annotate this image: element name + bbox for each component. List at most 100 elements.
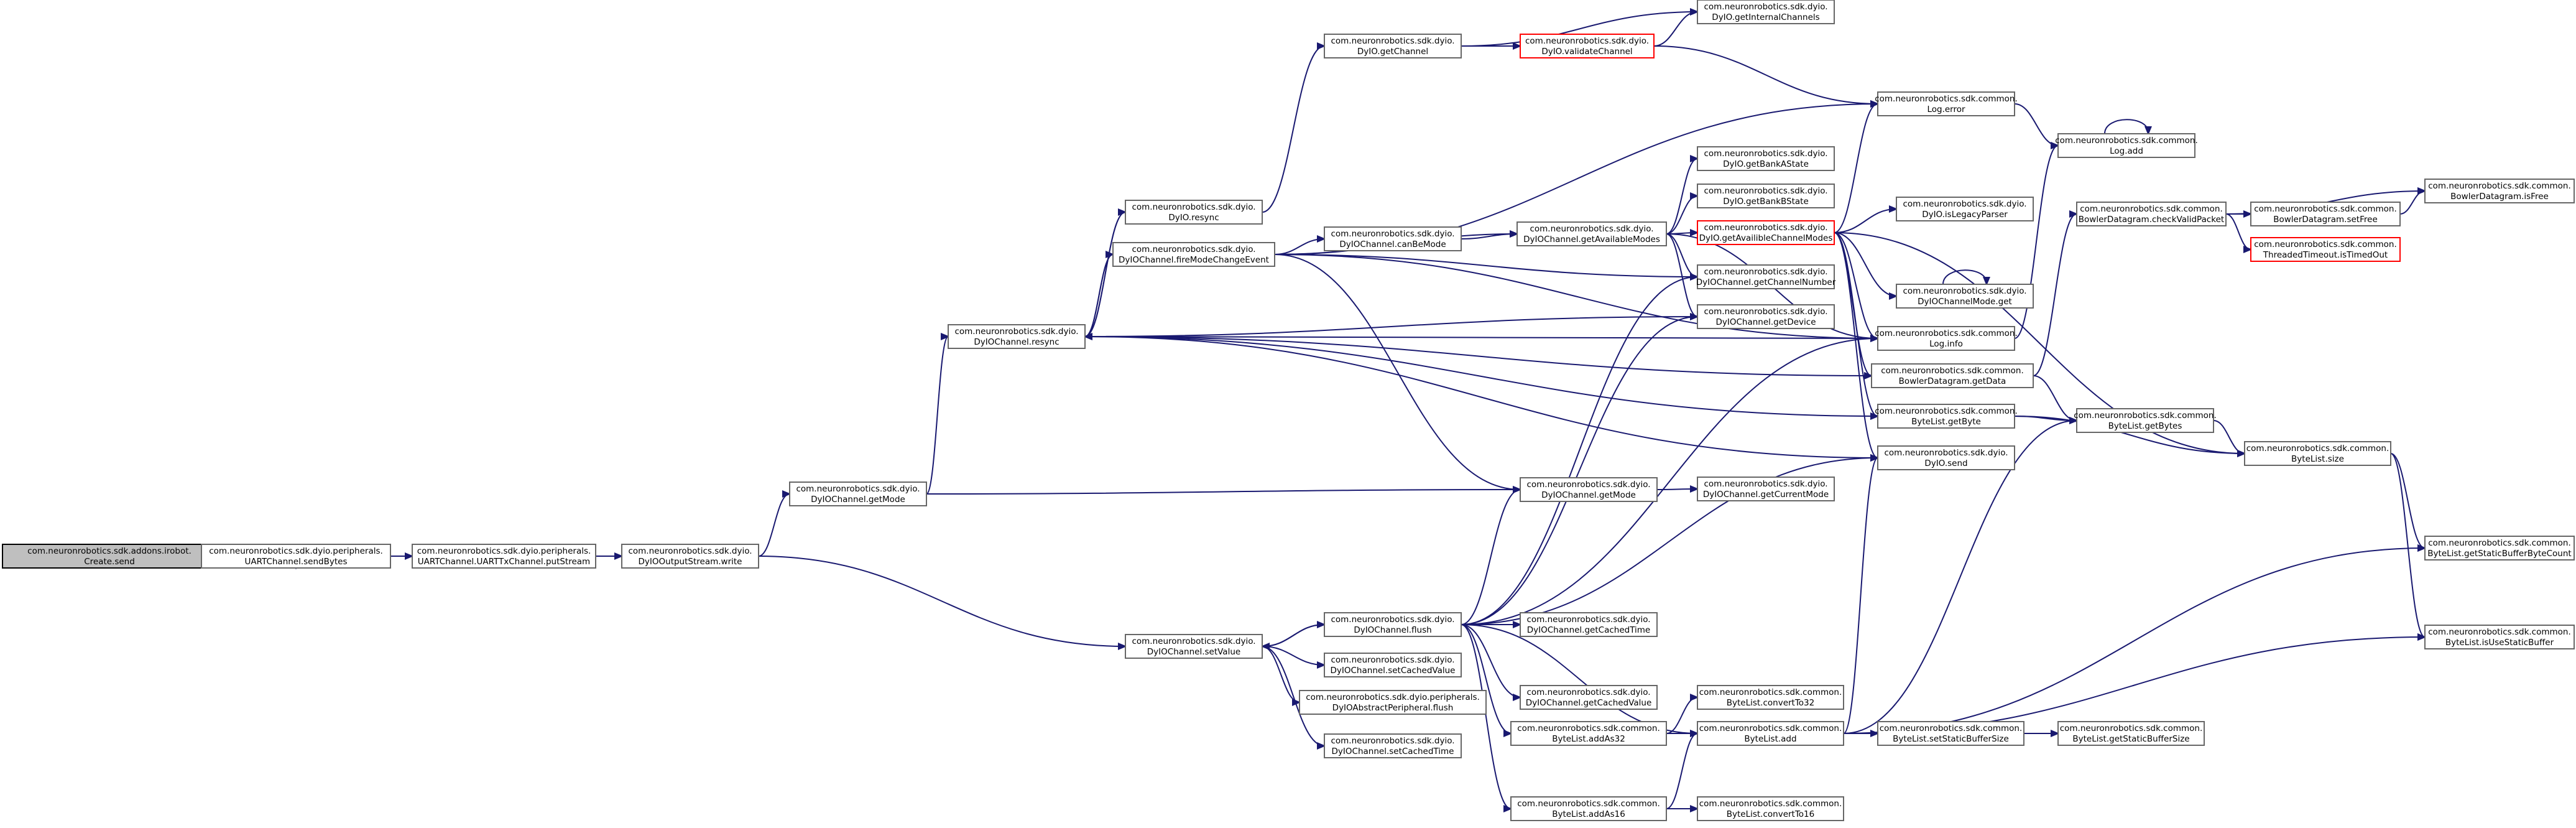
node-box xyxy=(1510,796,1667,821)
node-root[interactable]: com.neuronrobotics.sdk.addons.irobot.Cre… xyxy=(2,544,217,569)
node-bl-getstaticcount[interactable]: com.neuronrobotics.sdk.common.ByteList.g… xyxy=(2424,536,2575,561)
node-dyio-validate[interactable]: com.neuronrobotics.sdk.dyio.DyIO.validat… xyxy=(1520,34,1655,58)
node-dyio-islegacy[interactable]: com.neuronrobotics.sdk.dyio.DyIO.isLegac… xyxy=(1896,197,2034,221)
node-ch-getdevice[interactable]: com.neuronrobotics.sdk.dyio.DyIOChannel.… xyxy=(1697,304,1835,329)
node-log-add[interactable]: com.neuronrobotics.sdk.common.Log.add xyxy=(2055,133,2198,158)
edge-arrowhead xyxy=(2417,544,2427,552)
edge-arrowhead xyxy=(1690,8,1699,16)
node-label-line: DyIO.getBankBState xyxy=(1723,197,1809,207)
node-label-line: com.neuronrobotics.sdk.dyio. xyxy=(1704,186,1827,196)
node-label-line: DyIOChannel.getDevice xyxy=(1715,317,1816,327)
node-ch-getcachedvalue[interactable]: com.neuronrobotics.sdk.dyio.DyIOChannel.… xyxy=(1520,685,1658,710)
node-box xyxy=(621,544,759,569)
edge-dyio-validate-to-log-error xyxy=(1653,45,1880,108)
node-bl-isusestatic[interactable]: com.neuronrobotics.sdk.common.ByteList.i… xyxy=(2424,625,2575,649)
node-abs-flush[interactable]: com.neuronrobotics.sdk.dyio.peripherals.… xyxy=(1299,690,1487,715)
node-label-line: com.neuronrobotics.sdk.common. xyxy=(1699,723,1842,733)
node-label-line: DyIOChannel.getAvailableModes xyxy=(1523,235,1660,244)
node-ch-resync[interactable]: com.neuronrobotics.sdk.dyio.DyIOChannel.… xyxy=(948,324,1086,349)
node-label-line: ByteList.size xyxy=(2291,454,2344,464)
edge-line xyxy=(1666,233,1698,317)
node-box xyxy=(2,544,217,569)
node-label-line: DyIOAbstractPeripheral.flush xyxy=(1332,703,1454,713)
node-ch-getmode[interactable]: com.neuronrobotics.sdk.dyio.DyIOChannel.… xyxy=(789,481,927,506)
node-label-line: com.neuronrobotics.sdk.dyio. xyxy=(1526,615,1650,625)
node-ch-setcachedtime[interactable]: com.neuronrobotics.sdk.dyio.DyIOChannel.… xyxy=(1324,733,1462,758)
node-ch-canbemode[interactable]: com.neuronrobotics.sdk.dyio.DyIOChannel.… xyxy=(1324,226,1462,251)
node-label-line: com.neuronrobotics.sdk.common. xyxy=(2074,411,2217,421)
node-bl-convertto32[interactable]: com.neuronrobotics.sdk.common.ByteList.c… xyxy=(1697,685,1844,710)
node-box xyxy=(2424,179,2575,203)
node-box xyxy=(1697,146,1835,171)
node-ch-getavail[interactable]: com.neuronrobotics.sdk.dyio.DyIOChannel.… xyxy=(1517,221,1667,246)
node-ch-setvalue[interactable]: com.neuronrobotics.sdk.dyio.DyIOChannel.… xyxy=(1125,634,1263,659)
edge-line xyxy=(1461,624,1512,809)
edge-dyio-getavail-to-dyio-send xyxy=(1834,232,1880,462)
node-dyio-send[interactable]: com.neuronrobotics.sdk.dyio.DyIO.send xyxy=(1877,445,2015,470)
node-box xyxy=(412,544,596,569)
node-box xyxy=(2244,441,2391,466)
node-box xyxy=(1324,612,1462,637)
node-label-line: com.neuronrobotics.sdk.dyio. xyxy=(628,546,752,556)
node-uart-sendbytes[interactable]: com.neuronrobotics.sdk.dyio.peripherals.… xyxy=(201,544,391,569)
node-label-line: com.neuronrobotics.sdk.dyio. xyxy=(1704,2,1827,12)
edge-line xyxy=(926,489,1521,495)
node-label-line: com.neuronrobotics.sdk.common. xyxy=(2246,444,2389,454)
node-dyio-resync[interactable]: com.neuronrobotics.sdk.dyio.DyIO.resync xyxy=(1125,200,1263,225)
node-dyio-getavail[interactable]: com.neuronrobotics.sdk.dyio.DyIO.getAvai… xyxy=(1697,220,1835,245)
node-bl-addas32[interactable]: com.neuronrobotics.sdk.common.ByteList.a… xyxy=(1510,721,1667,746)
node-box xyxy=(1877,445,2015,470)
edge-dyio-resync-to-dyio-getchannel xyxy=(1262,42,1326,213)
node-tt-istimedout[interactable]: com.neuronrobotics.sdk.common.ThreadedTi… xyxy=(2250,237,2401,262)
edge-line xyxy=(1834,208,1897,233)
node-box xyxy=(2076,408,2214,433)
node-bl-getstaticsize[interactable]: com.neuronrobotics.sdk.common.ByteList.g… xyxy=(2057,721,2205,746)
node-ch-getcachedtime[interactable]: com.neuronrobotics.sdk.dyio.DyIOChannel.… xyxy=(1520,612,1658,637)
node-bl-setstaticsize[interactable]: com.neuronrobotics.sdk.common.ByteList.s… xyxy=(1877,721,2024,746)
node-bl-add[interactable]: com.neuronrobotics.sdk.common.ByteList.a… xyxy=(1697,721,1844,746)
node-bl-size[interactable]: com.neuronrobotics.sdk.common.ByteList.s… xyxy=(2244,441,2391,466)
node-bl-getbytes[interactable]: com.neuronrobotics.sdk.common.ByteList.g… xyxy=(2074,408,2217,433)
node-bd-getdata[interactable]: com.neuronrobotics.sdk.common.BowlerData… xyxy=(1871,363,2034,388)
node-box xyxy=(1520,477,1658,502)
node-log-info[interactable]: com.neuronrobotics.sdk.common.Log.info xyxy=(1875,326,2018,351)
node-log-error[interactable]: com.neuronrobotics.sdk.common.Log.error xyxy=(1875,91,2018,116)
node-dyio-bankA[interactable]: com.neuronrobotics.sdk.dyio.DyIO.getBank… xyxy=(1697,146,1835,171)
node-bd-isfree[interactable]: com.neuronrobotics.sdk.common.BowlerData… xyxy=(2424,179,2575,203)
node-dyio-bankB[interactable]: com.neuronrobotics.sdk.dyio.DyIO.getBank… xyxy=(1697,184,1835,208)
node-box xyxy=(1896,197,2034,221)
edge-arrowhead xyxy=(1317,742,1326,750)
edge-arrowhead xyxy=(1317,235,1326,243)
node-label-line: com.neuronrobotics.sdk.common. xyxy=(2060,723,2203,733)
edge-line xyxy=(1084,254,1114,337)
node-bl-addas16[interactable]: com.neuronrobotics.sdk.common.ByteList.a… xyxy=(1510,796,1667,821)
edge-arrowhead xyxy=(1690,730,1699,737)
node-label-line: DyIO.getInternalChannels xyxy=(1712,12,1819,22)
edge-ch-flush-to-ch-getdevice xyxy=(1461,313,1699,625)
node-label-line: ByteList.getStaticBufferSize xyxy=(2072,734,2189,744)
node-ch-flush[interactable]: com.neuronrobotics.sdk.dyio.DyIOChannel.… xyxy=(1324,612,1462,637)
node-chmode-get[interactable]: com.neuronrobotics.sdk.dyio.DyIOChannelM… xyxy=(1896,284,2034,309)
node-bl-convertto16[interactable]: com.neuronrobotics.sdk.common.ByteList.c… xyxy=(1697,796,1844,821)
node-ch-getmode2[interactable]: com.neuronrobotics.sdk.dyio.DyIOChannel.… xyxy=(1520,477,1658,502)
node-label-line: UARTChannel.UARTTxChannel.putStream xyxy=(418,557,590,567)
node-bd-checkvalid[interactable]: com.neuronrobotics.sdk.common.BowlerData… xyxy=(2076,202,2227,226)
node-ch-firemode[interactable]: com.neuronrobotics.sdk.dyio.DyIOChannel.… xyxy=(1112,242,1275,267)
node-dyio-getchannel[interactable]: com.neuronrobotics.sdk.dyio.DyIO.getChan… xyxy=(1324,34,1462,58)
node-ch-getcurrentmode[interactable]: com.neuronrobotics.sdk.dyio.DyIOChannel.… xyxy=(1697,477,1835,501)
node-uart-putstream[interactable]: com.neuronrobotics.sdk.dyio.peripherals.… xyxy=(412,544,596,569)
node-box xyxy=(1697,304,1835,329)
node-out-write[interactable]: com.neuronrobotics.sdk.dyio.DyIOOutputSt… xyxy=(621,544,759,569)
edge-ch-setvalue-to-ch-setcachedtime xyxy=(1262,646,1326,750)
edge-arrowhead xyxy=(1690,273,1699,281)
node-dyio-internal[interactable]: com.neuronrobotics.sdk.dyio.DyIO.getInte… xyxy=(1697,0,1835,24)
node-ch-getchnum[interactable]: com.neuronrobotics.sdk.dyio.DyIOChannel.… xyxy=(1696,264,1836,289)
node-bd-setfree[interactable]: com.neuronrobotics.sdk.common.BowlerData… xyxy=(2250,202,2401,226)
node-box xyxy=(1125,634,1263,659)
node-ch-setcachedvalue[interactable]: com.neuronrobotics.sdk.dyio.DyIOChannel.… xyxy=(1324,653,1462,677)
node-bl-getbyte[interactable]: com.neuronrobotics.sdk.common.ByteList.g… xyxy=(1875,404,2018,429)
node-label-line: DyIOOutputStream.write xyxy=(639,557,742,567)
node-label-line: DyIO.resync xyxy=(1168,213,1219,223)
node-label-line: com.neuronrobotics.sdk.dyio.peripherals. xyxy=(1306,692,1480,702)
